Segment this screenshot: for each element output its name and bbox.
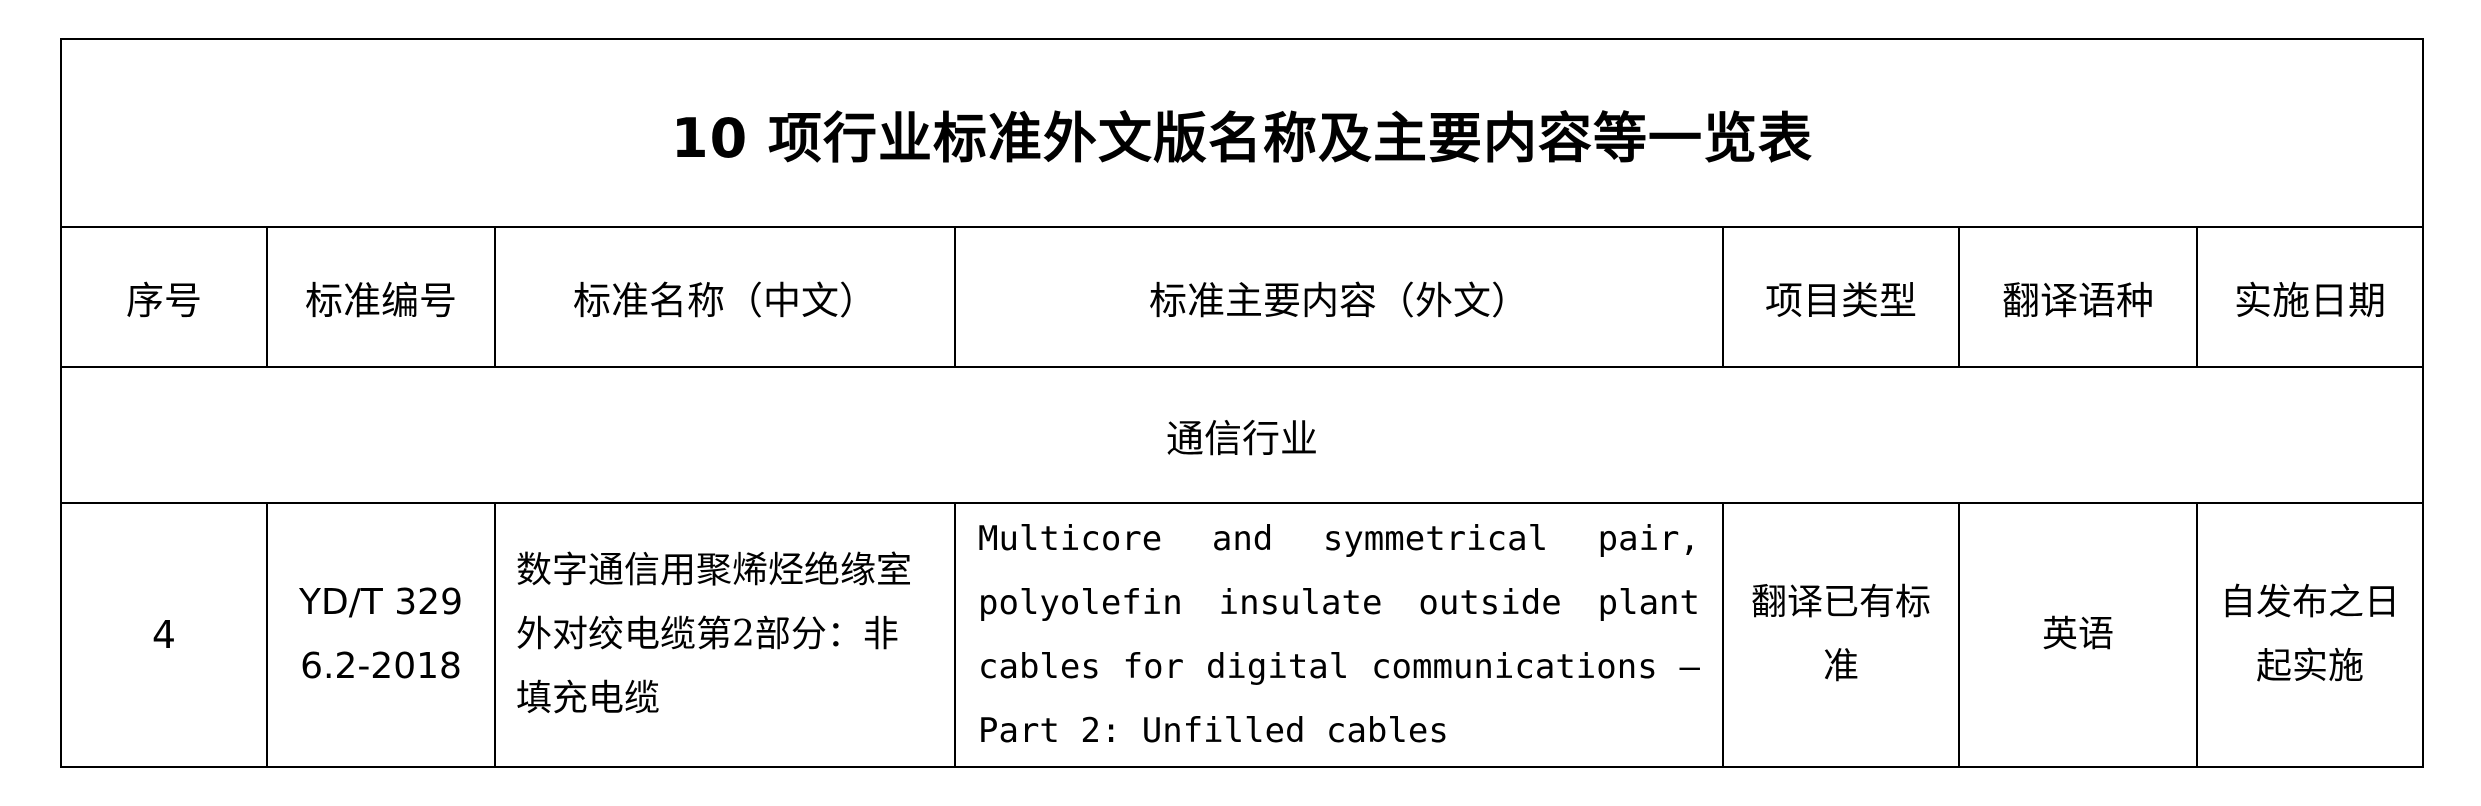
header-standard-code: 标准编号 (266, 226, 496, 368)
standards-document: 10 项行业标准外文版名称及主要内容等一览表 序号 标准编号 标准名称（中文） … (60, 38, 2424, 768)
cell-serial: 4 (60, 502, 268, 768)
cell-name-cn: 数字通信用聚烯烃绝缘室外对绞电缆第2部分：非填充电缆 (494, 502, 956, 768)
header-translation-language: 翻译语种 (1958, 226, 2198, 368)
header-row: 序号 标准编号 标准名称（中文） 标准主要内容（外文） 项目类型 翻译语种 实施… (60, 226, 2424, 368)
section-row: 通信行业 (60, 366, 2424, 504)
header-content-foreign: 标准主要内容（外文） (954, 226, 1724, 368)
header-name-cn: 标准名称（中文） (494, 226, 956, 368)
title-row: 10 项行业标准外文版名称及主要内容等一览表 (60, 38, 2424, 228)
standards-table: 10 项行业标准外文版名称及主要内容等一览表 序号 标准编号 标准名称（中文） … (60, 38, 2424, 768)
cell-project-type: 翻译已有标准 (1722, 502, 1960, 768)
cell-implementation-date: 自发布之日起实施 (2196, 502, 2424, 768)
section-label: 通信行业 (60, 366, 2424, 504)
header-serial: 序号 (60, 226, 268, 368)
cell-translation-language: 英语 (1958, 502, 2198, 768)
table-row: 4 YD/T 3296.2-2018 数字通信用聚烯烃绝缘室外对绞电缆第2部分：… (60, 502, 2424, 768)
cell-content-foreign: Multicore and symmetrical pair, polyolef… (954, 502, 1724, 768)
table-title: 10 项行业标准外文版名称及主要内容等一览表 (60, 38, 2424, 228)
header-implementation-date: 实施日期 (2196, 226, 2424, 368)
cell-standard-code: YD/T 3296.2-2018 (266, 502, 496, 768)
header-project-type: 项目类型 (1722, 226, 1960, 368)
